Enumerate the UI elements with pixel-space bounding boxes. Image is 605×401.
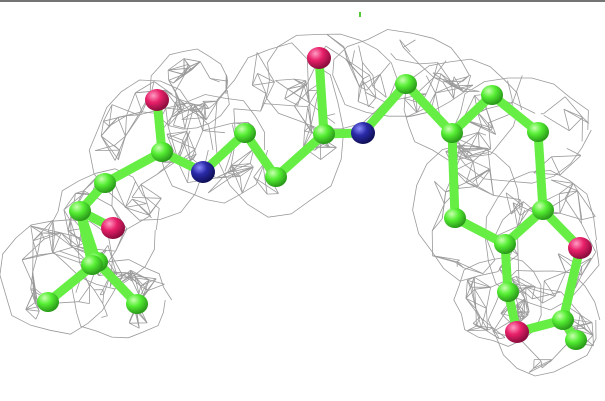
bond-o4-c18 bbox=[558, 243, 585, 325]
carbon-atom bbox=[94, 173, 116, 193]
carbon-atom bbox=[441, 123, 463, 143]
carbon-atom bbox=[527, 122, 549, 142]
carbon-atom bbox=[37, 292, 59, 312]
carbon-atom bbox=[494, 234, 516, 254]
carbon-atom bbox=[444, 208, 466, 228]
oxygen-atom bbox=[101, 217, 125, 239]
oxygen-atom bbox=[307, 47, 331, 69]
carbon-atom bbox=[532, 200, 554, 220]
carbon-atom bbox=[126, 294, 148, 314]
bond-c1-c2 bbox=[100, 147, 167, 188]
atoms-layer bbox=[37, 47, 592, 350]
density-cage bbox=[149, 48, 230, 130]
nitrogen-atom bbox=[191, 161, 215, 183]
nitrogen-atom bbox=[351, 122, 375, 144]
oxygen-atom bbox=[568, 237, 592, 259]
electron-density-mesh bbox=[0, 29, 601, 377]
carbon-atom bbox=[481, 85, 503, 105]
density-cage bbox=[332, 29, 472, 117]
bond-c11-c12 bbox=[401, 79, 457, 138]
speck bbox=[359, 12, 361, 17]
carbon-atom bbox=[151, 142, 173, 162]
bond-c9-c10 bbox=[271, 129, 329, 182]
density-cage bbox=[214, 42, 345, 218]
carbon-atom bbox=[313, 124, 335, 144]
bond-c14-c15 bbox=[533, 127, 548, 215]
carbon-atom bbox=[265, 167, 287, 187]
oxygen-atom bbox=[505, 321, 529, 343]
bond-c17-c12 bbox=[447, 128, 460, 223]
carbon-atom bbox=[395, 74, 417, 94]
carbon-atom bbox=[81, 255, 103, 275]
carbon-atom bbox=[565, 330, 587, 350]
bond-c10-o3 bbox=[314, 53, 329, 139]
carbon-atom bbox=[552, 310, 574, 330]
carbon-atom bbox=[234, 123, 256, 143]
carbon-atom bbox=[497, 282, 519, 302]
oxygen-atom bbox=[145, 89, 169, 111]
density-cage bbox=[265, 33, 398, 130]
density-cage bbox=[412, 144, 525, 282]
carbon-atom bbox=[69, 201, 91, 221]
